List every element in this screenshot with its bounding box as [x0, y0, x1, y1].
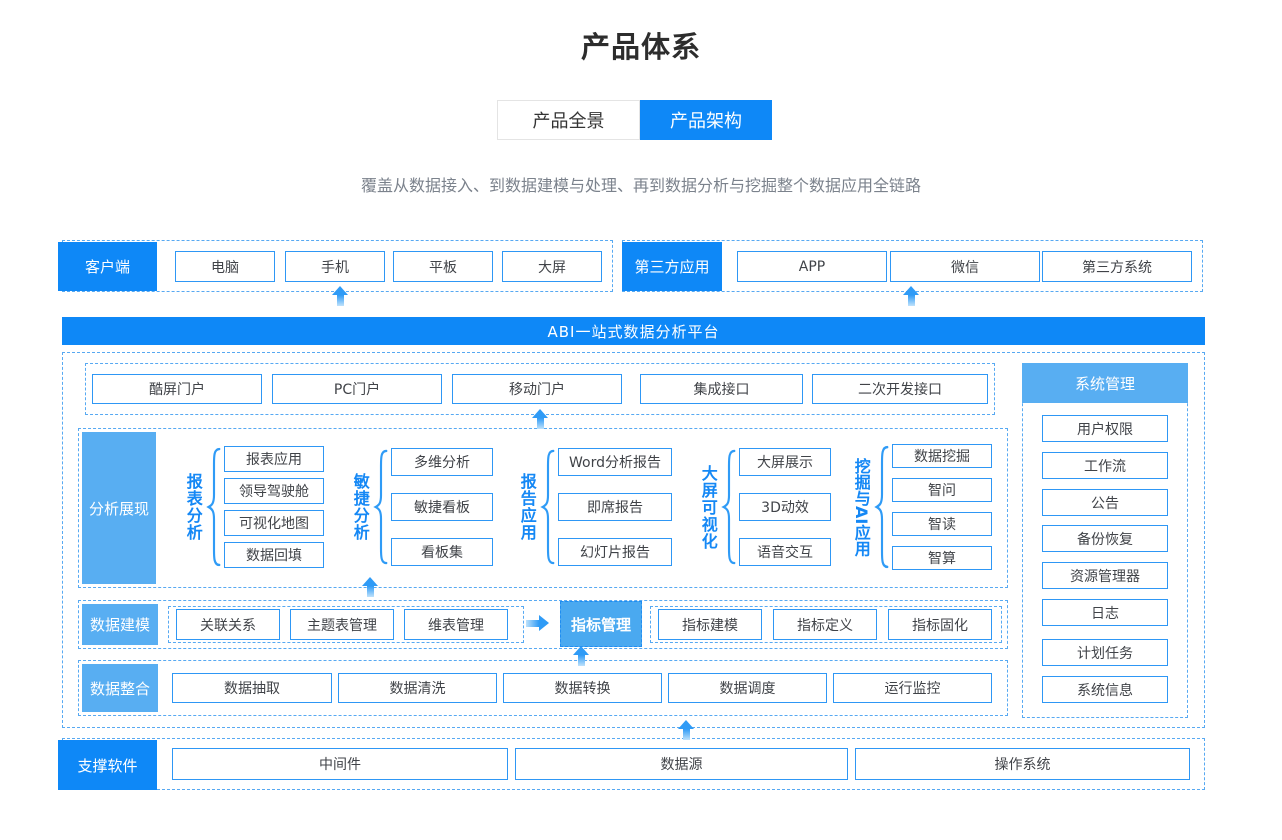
group-item: 语音交互 — [739, 538, 831, 566]
analysis-label: 分析展现 — [82, 432, 156, 584]
support-item: 中间件 — [172, 748, 508, 780]
arrow-up-icon — [362, 577, 378, 597]
integration-item: 数据清洗 — [338, 673, 497, 703]
system-item: 用户权限 — [1042, 415, 1168, 442]
analysis-group-report: 报表分析 报表应用 领导驾驶舱 可视化地图 数据回填 — [182, 446, 324, 568]
portal-item: PC门户 — [272, 374, 442, 404]
tab-bar: 产品全景 产品架构 — [497, 100, 772, 140]
portal-item: 移动门户 — [452, 374, 622, 404]
support-item: 操作系统 — [855, 748, 1190, 780]
support-item: 数据源 — [515, 748, 848, 780]
system-item: 公告 — [1042, 489, 1168, 516]
group-item: 敏捷看板 — [391, 493, 493, 521]
analysis-group-agile: 敏捷分析 多维分析 敏捷看板 看板集 — [349, 448, 493, 566]
arrow-up-icon — [678, 720, 694, 740]
metric-management-highlight: 指标管理 — [560, 601, 642, 647]
brace-icon — [206, 447, 221, 567]
metric-item: 指标建模 — [658, 609, 762, 640]
group-label: 报表分析 — [183, 473, 203, 541]
group-item: 数据回填 — [224, 542, 324, 568]
brace-icon — [540, 449, 555, 565]
analysis-group-reporting: 报告应用 Word分析报告 即席报告 幻灯片报告 — [516, 448, 672, 566]
modeling-item: 主题表管理 — [290, 609, 394, 640]
group-item: 幻灯片报告 — [558, 538, 672, 566]
client-item: 大屏 — [502, 251, 602, 282]
third-party-item: 微信 — [890, 251, 1040, 282]
modeling-item: 关联关系 — [176, 609, 280, 640]
brace-icon — [874, 445, 889, 569]
group-item: 即席报告 — [558, 493, 672, 521]
modeling-right-group — [650, 606, 1002, 643]
integration-item: 运行监控 — [833, 673, 992, 703]
modeling-label: 数据建模 — [82, 604, 158, 645]
system-header: 系统管理 — [1022, 363, 1188, 403]
group-item: 智问 — [892, 478, 992, 502]
third-party-item: 第三方系统 — [1042, 251, 1192, 282]
analysis-group-ai: 挖掘与AI应用 数据挖掘 智问 智读 智算 — [850, 444, 992, 570]
integration-section — [78, 660, 1008, 716]
page-subtitle: 覆盖从数据接入、到数据建模与处理、再到数据分析与挖掘整个数据应用全链路 — [360, 176, 921, 195]
group-item: 看板集 — [391, 538, 493, 566]
group-item: Word分析报告 — [558, 448, 672, 476]
portal-item: 二次开发接口 — [812, 374, 988, 404]
integration-item: 数据调度 — [668, 673, 827, 703]
group-label: 敏捷分析 — [350, 473, 370, 541]
modeling-section — [78, 600, 1008, 649]
integration-item: 数据抽取 — [172, 673, 332, 703]
tab-product-panorama[interactable]: 产品全景 — [497, 100, 640, 140]
group-label: 大屏可视化 — [698, 464, 718, 550]
system-item: 资源管理器 — [1042, 562, 1168, 589]
modeling-left-group — [168, 606, 524, 643]
client-item: 平板 — [393, 251, 493, 282]
tab-product-architecture[interactable]: 产品架构 — [640, 100, 772, 140]
metric-item: 指标定义 — [773, 609, 877, 640]
client-item: 手机 — [285, 251, 385, 282]
group-item: 可视化地图 — [224, 510, 324, 536]
group-item: 数据挖掘 — [892, 444, 992, 468]
group-item: 报表应用 — [224, 446, 324, 472]
system-item: 备份恢复 — [1042, 525, 1168, 552]
platform-banner: ABI一站式数据分析平台 — [62, 317, 1205, 345]
metric-item: 指标固化 — [888, 609, 992, 640]
group-item: 多维分析 — [391, 448, 493, 476]
system-item: 系统信息 — [1042, 676, 1168, 703]
system-item: 计划任务 — [1042, 639, 1168, 666]
group-item: 智读 — [892, 512, 992, 536]
modeling-item: 维表管理 — [404, 609, 508, 640]
third-party-label: 第三方应用 — [622, 242, 722, 291]
support-label: 支撑软件 — [58, 740, 157, 790]
group-label: 报告应用 — [517, 473, 537, 541]
system-item: 日志 — [1042, 599, 1168, 626]
group-item: 3D动效 — [739, 493, 831, 521]
group-item: 大屏展示 — [739, 448, 831, 476]
arrow-up-icon — [532, 409, 548, 429]
arrow-up-icon — [903, 286, 919, 306]
integration-label: 数据整合 — [82, 664, 158, 712]
brace-icon — [373, 449, 388, 565]
client-item: 电脑 — [175, 251, 275, 282]
system-item: 工作流 — [1042, 452, 1168, 479]
page-title: 产品体系 — [580, 30, 701, 64]
arrow-up-icon — [573, 646, 589, 666]
arrow-right-icon — [526, 615, 549, 631]
third-party-item: APP — [737, 251, 887, 282]
portal-item: 集成接口 — [640, 374, 803, 404]
group-item: 智算 — [892, 546, 992, 570]
platform-container — [62, 352, 1205, 728]
analysis-group-bigscreen: 大屏可视化 大屏展示 3D动效 语音交互 — [697, 448, 831, 566]
group-label: 挖掘与AI应用 — [851, 457, 871, 557]
portal-item: 酷屏门户 — [92, 374, 262, 404]
brace-icon — [721, 449, 736, 565]
group-item: 领导驾驶舱 — [224, 478, 324, 504]
integration-item: 数据转换 — [503, 673, 662, 703]
client-label: 客户端 — [58, 242, 157, 291]
arrow-up-icon — [332, 286, 348, 306]
